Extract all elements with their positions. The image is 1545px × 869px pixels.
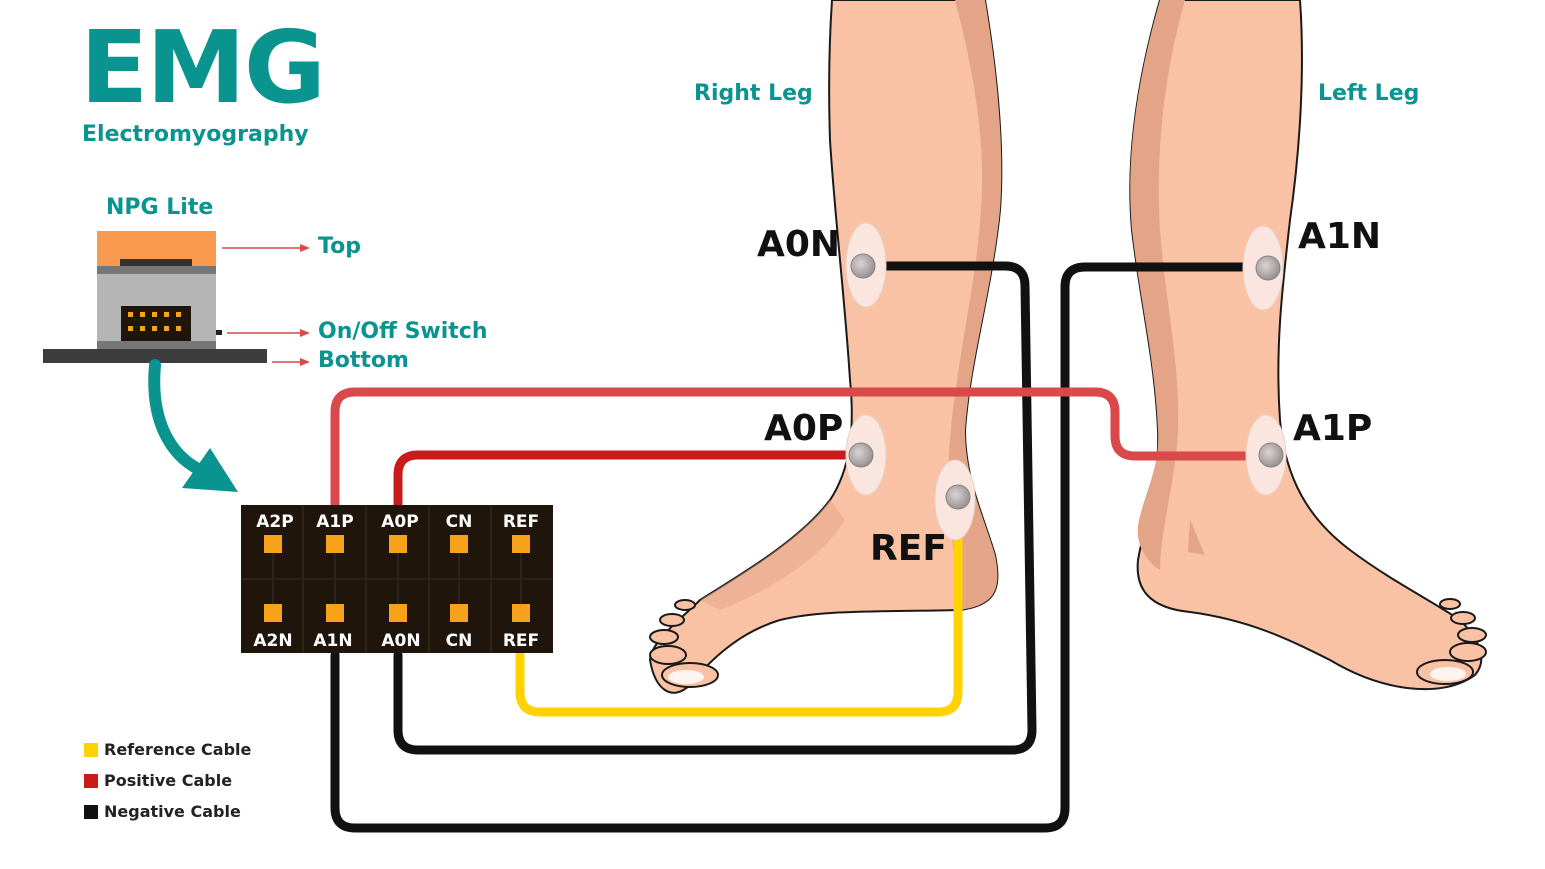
electrode-a1n: [1242, 225, 1284, 311]
cable-negative-a1n: [330, 262, 1271, 833]
page-title: EMG: [80, 9, 326, 126]
pin-a2p: [264, 535, 282, 553]
cable-legend: Reference Cable Positive Cable Negative …: [84, 734, 251, 827]
connector-label-bottom-0: A2N: [253, 631, 292, 651]
pin-cn-top: [450, 535, 468, 553]
pin-ref-bottom: [512, 604, 530, 622]
electrode-a0n: [845, 222, 887, 308]
connector-block: A2P A1P A0P CN REF A2N A1N A0N CN REF: [241, 505, 553, 653]
label-a0n: A0N: [757, 224, 840, 265]
right-leg-label: Right Leg: [694, 81, 813, 106]
electrode-a0p: [845, 414, 887, 496]
label-a0p: A0P: [764, 408, 843, 449]
pin-a2n: [264, 604, 282, 622]
connector-label-top-1: A1P: [316, 512, 353, 532]
label-ref: REF: [870, 528, 947, 569]
connector-label-bottom-4: REF: [503, 631, 539, 651]
connector-label-top-4: REF: [503, 512, 539, 532]
device-connector: [121, 306, 191, 342]
label-a1n: A1N: [1298, 216, 1381, 257]
left-leg-illustration: [1129, 0, 1487, 691]
cable-positive-a0p: [393, 450, 867, 513]
legend-swatch-reference: [84, 742, 98, 757]
cable-negative-a0n: [393, 261, 1037, 755]
legend-label-reference: Reference Cable: [104, 740, 252, 759]
electrode-a1p: [1245, 414, 1287, 496]
right-leg-illustration: [648, 0, 1003, 694]
pin-a0n: [389, 604, 407, 622]
electrode-ref: [934, 459, 976, 541]
legend-swatch-positive: [84, 773, 98, 788]
legend-label-positive: Positive Cable: [104, 771, 233, 790]
cables: [330, 261, 1275, 833]
legend-item-positive: Positive Cable: [84, 765, 251, 796]
curved-arrow-icon: [148, 359, 238, 492]
device-label-top: Top: [318, 234, 361, 259]
legend-item-reference: Reference Cable: [84, 734, 251, 765]
device-label-bottom: Bottom: [318, 348, 409, 373]
label-a1p: A1P: [1293, 408, 1372, 449]
connector-label-bottom-1: A1N: [313, 631, 352, 651]
connector-label-top-0: A2P: [256, 512, 293, 532]
device-name: NPG Lite: [106, 195, 214, 220]
device-base-board: [43, 349, 267, 363]
cable-positive-a1p: [330, 387, 1275, 513]
device-switch: [216, 330, 222, 335]
cable-reference: [515, 495, 963, 717]
connector-label-bottom-3: CN: [446, 631, 473, 651]
connector-label-top-2: A0P: [381, 512, 418, 532]
pin-ref-top: [512, 535, 530, 553]
device-label-switch: On/Off Switch: [318, 319, 488, 344]
legend-item-negative: Negative Cable: [84, 796, 251, 827]
connector-label-top-3: CN: [446, 512, 473, 532]
npg-lite-device: [43, 231, 267, 363]
pin-a1p: [326, 535, 344, 553]
legend-label-negative: Negative Cable: [104, 802, 241, 821]
pin-a0p: [389, 535, 407, 553]
device-callout-arrows: [222, 244, 310, 366]
left-leg-label: Left Leg: [1318, 81, 1420, 106]
page-subtitle: Electromyography: [82, 122, 309, 147]
pin-a1n: [326, 604, 344, 622]
legend-swatch-negative: [84, 804, 98, 819]
pin-cn-bottom: [450, 604, 468, 622]
connector-label-bottom-2: A0N: [381, 631, 420, 651]
